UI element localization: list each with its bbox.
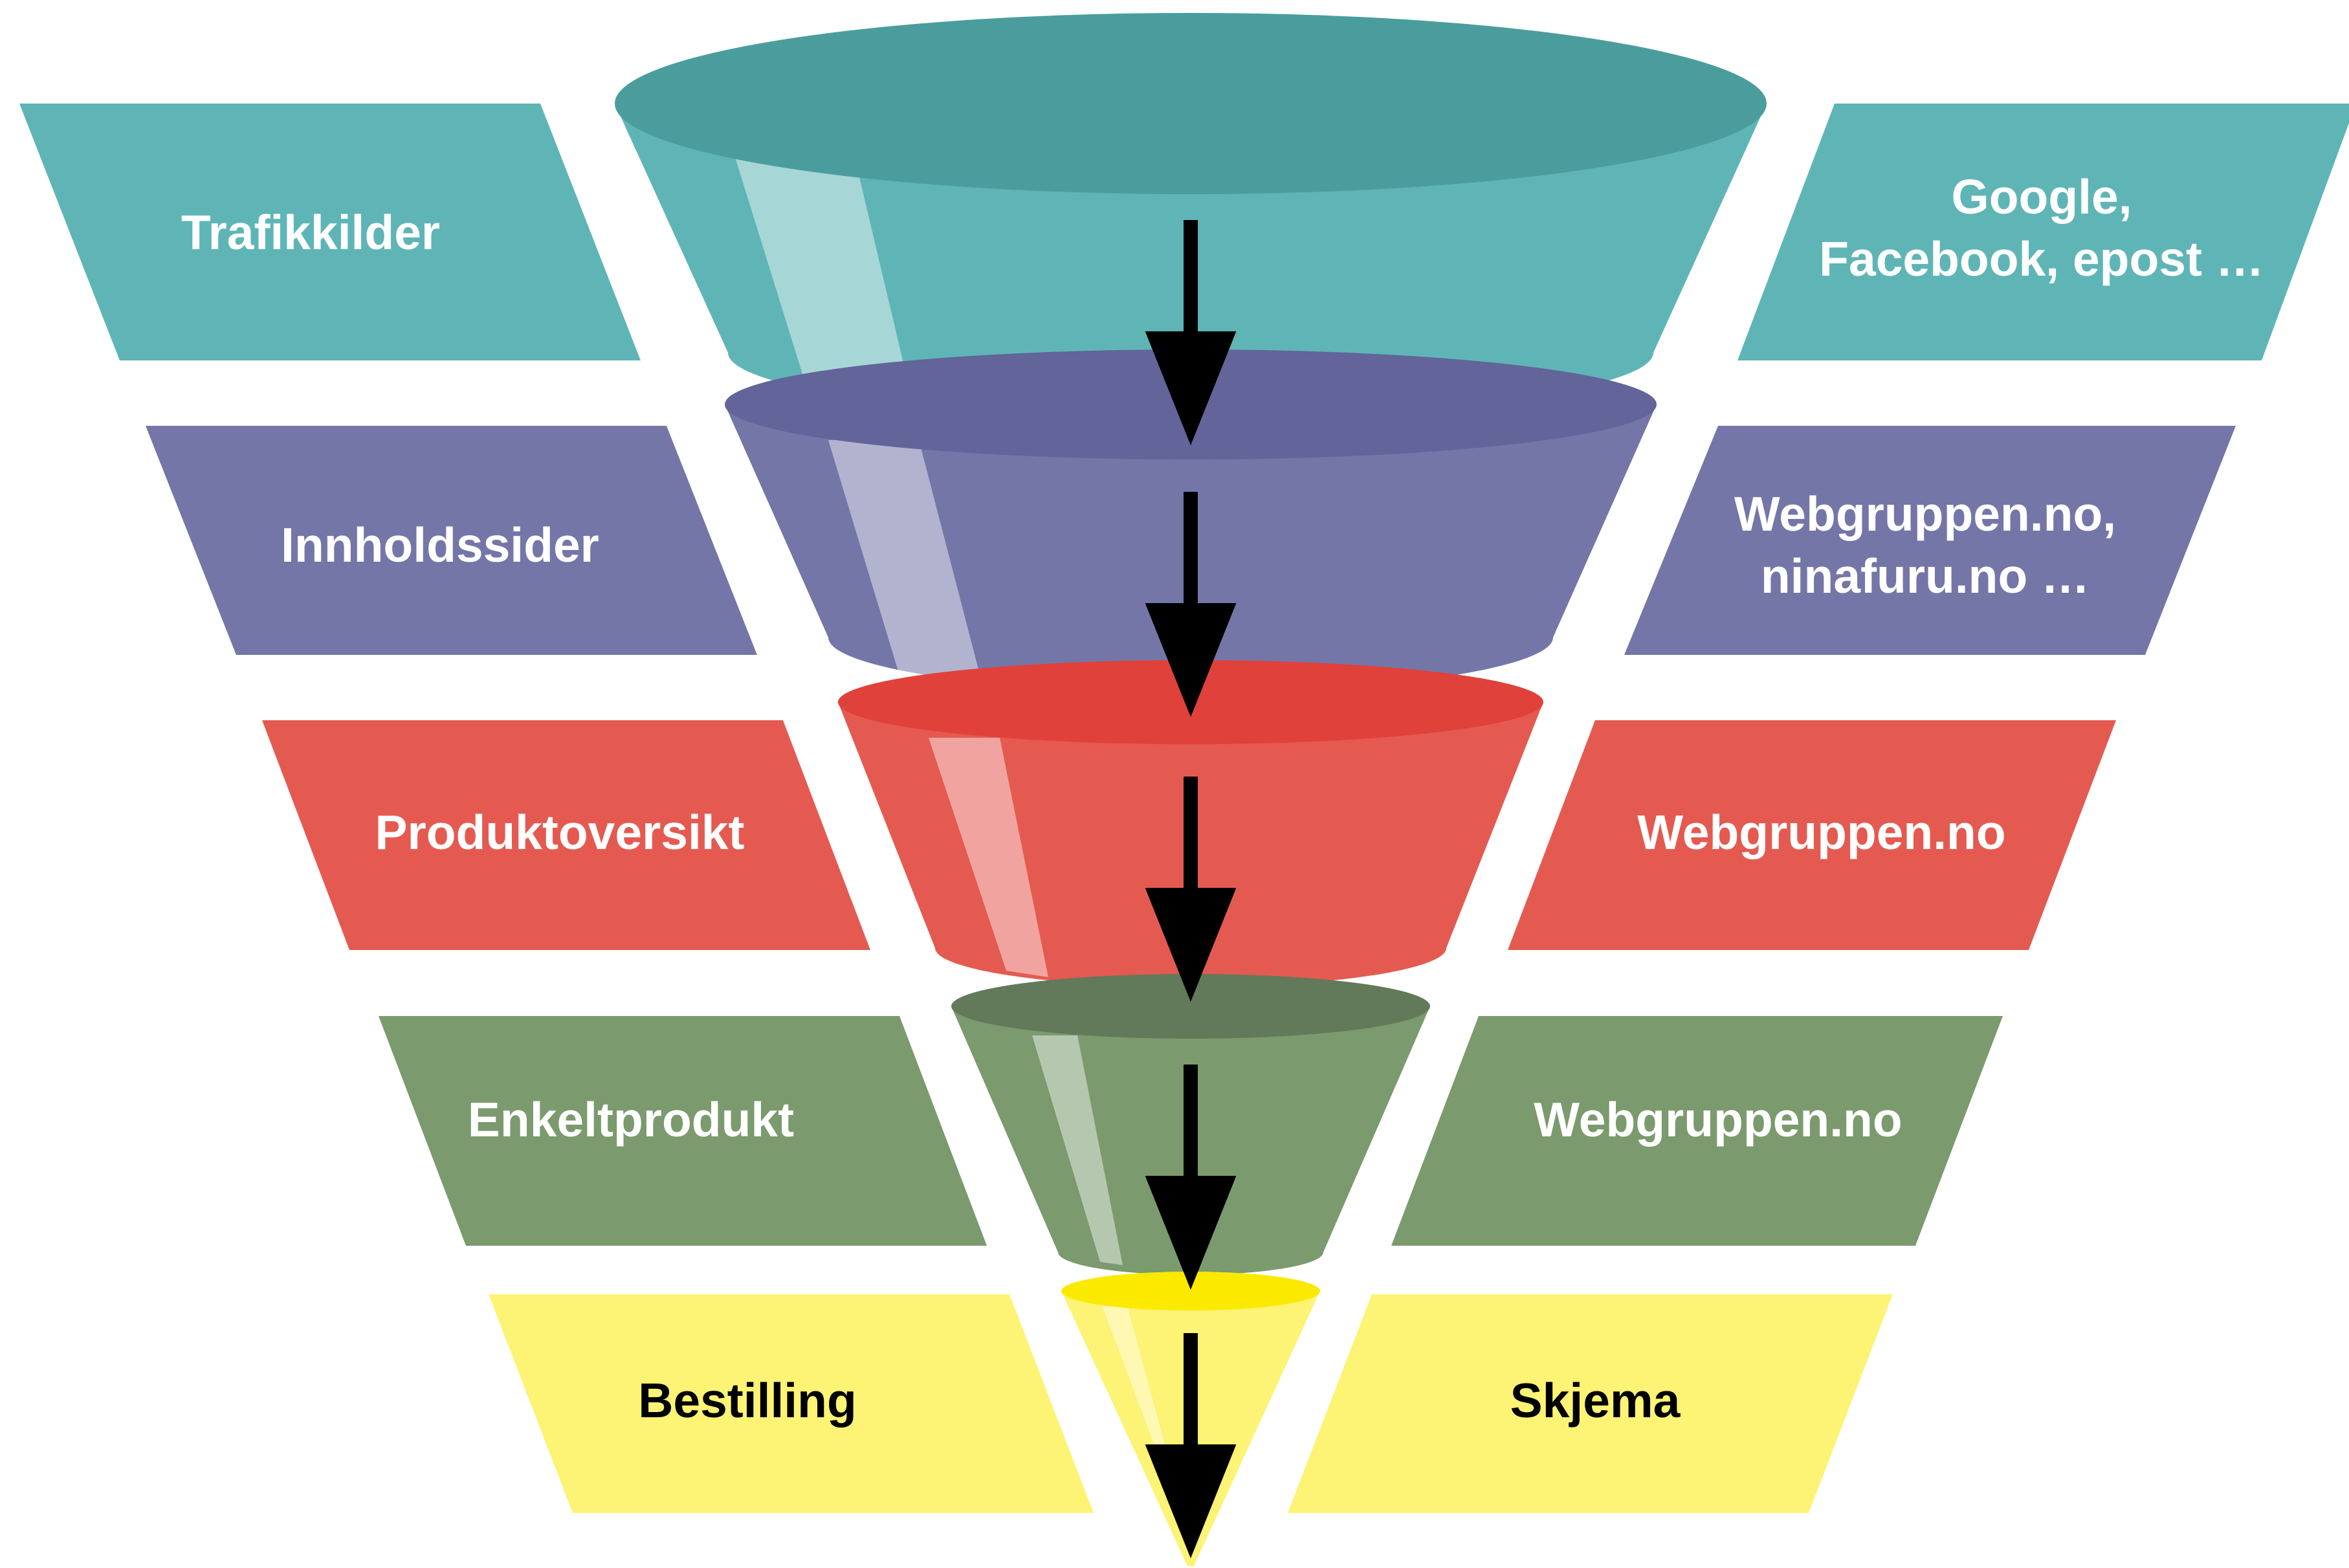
- stage-3-right-label: Webgruppen.no: [1637, 805, 2005, 859]
- stage-5: Bestilling Skjema: [489, 1272, 1893, 1566]
- stage-4-left-label: Enkeltprodukt: [468, 1092, 794, 1147]
- stage-5-left-label: Bestilling: [638, 1373, 857, 1428]
- stage-4-left-banner: [379, 1016, 987, 1246]
- stage-1-right-banner: [1737, 104, 2349, 360]
- stage-5-left-banner: [489, 1294, 1094, 1513]
- stage-4-right-label: Webgruppen.no: [1534, 1092, 1902, 1147]
- stage-2-right-label: Webgruppen.no,ninafuru.no …: [1734, 487, 2116, 603]
- stage-3-left-label: Produktoversikt: [375, 805, 745, 859]
- stage-5-right-label: Skjema: [1510, 1373, 1681, 1428]
- stage-2-right-banner: [1624, 426, 2236, 655]
- stage-2-left-banner: [146, 426, 757, 655]
- stage-4-right-banner: [1391, 1016, 2003, 1246]
- stage-3-left-banner: [262, 720, 870, 950]
- stage-1-left-label: Trafikkilder: [181, 205, 440, 259]
- stage-1-right-label: Google,Facebook, epost …: [1819, 170, 2264, 286]
- stage-5-right-banner: [1288, 1294, 1893, 1513]
- stage-3-right-banner: [1508, 720, 2116, 950]
- stage-2-left-label: Innholdssider: [281, 518, 599, 572]
- stage-1-left-banner: [19, 104, 641, 360]
